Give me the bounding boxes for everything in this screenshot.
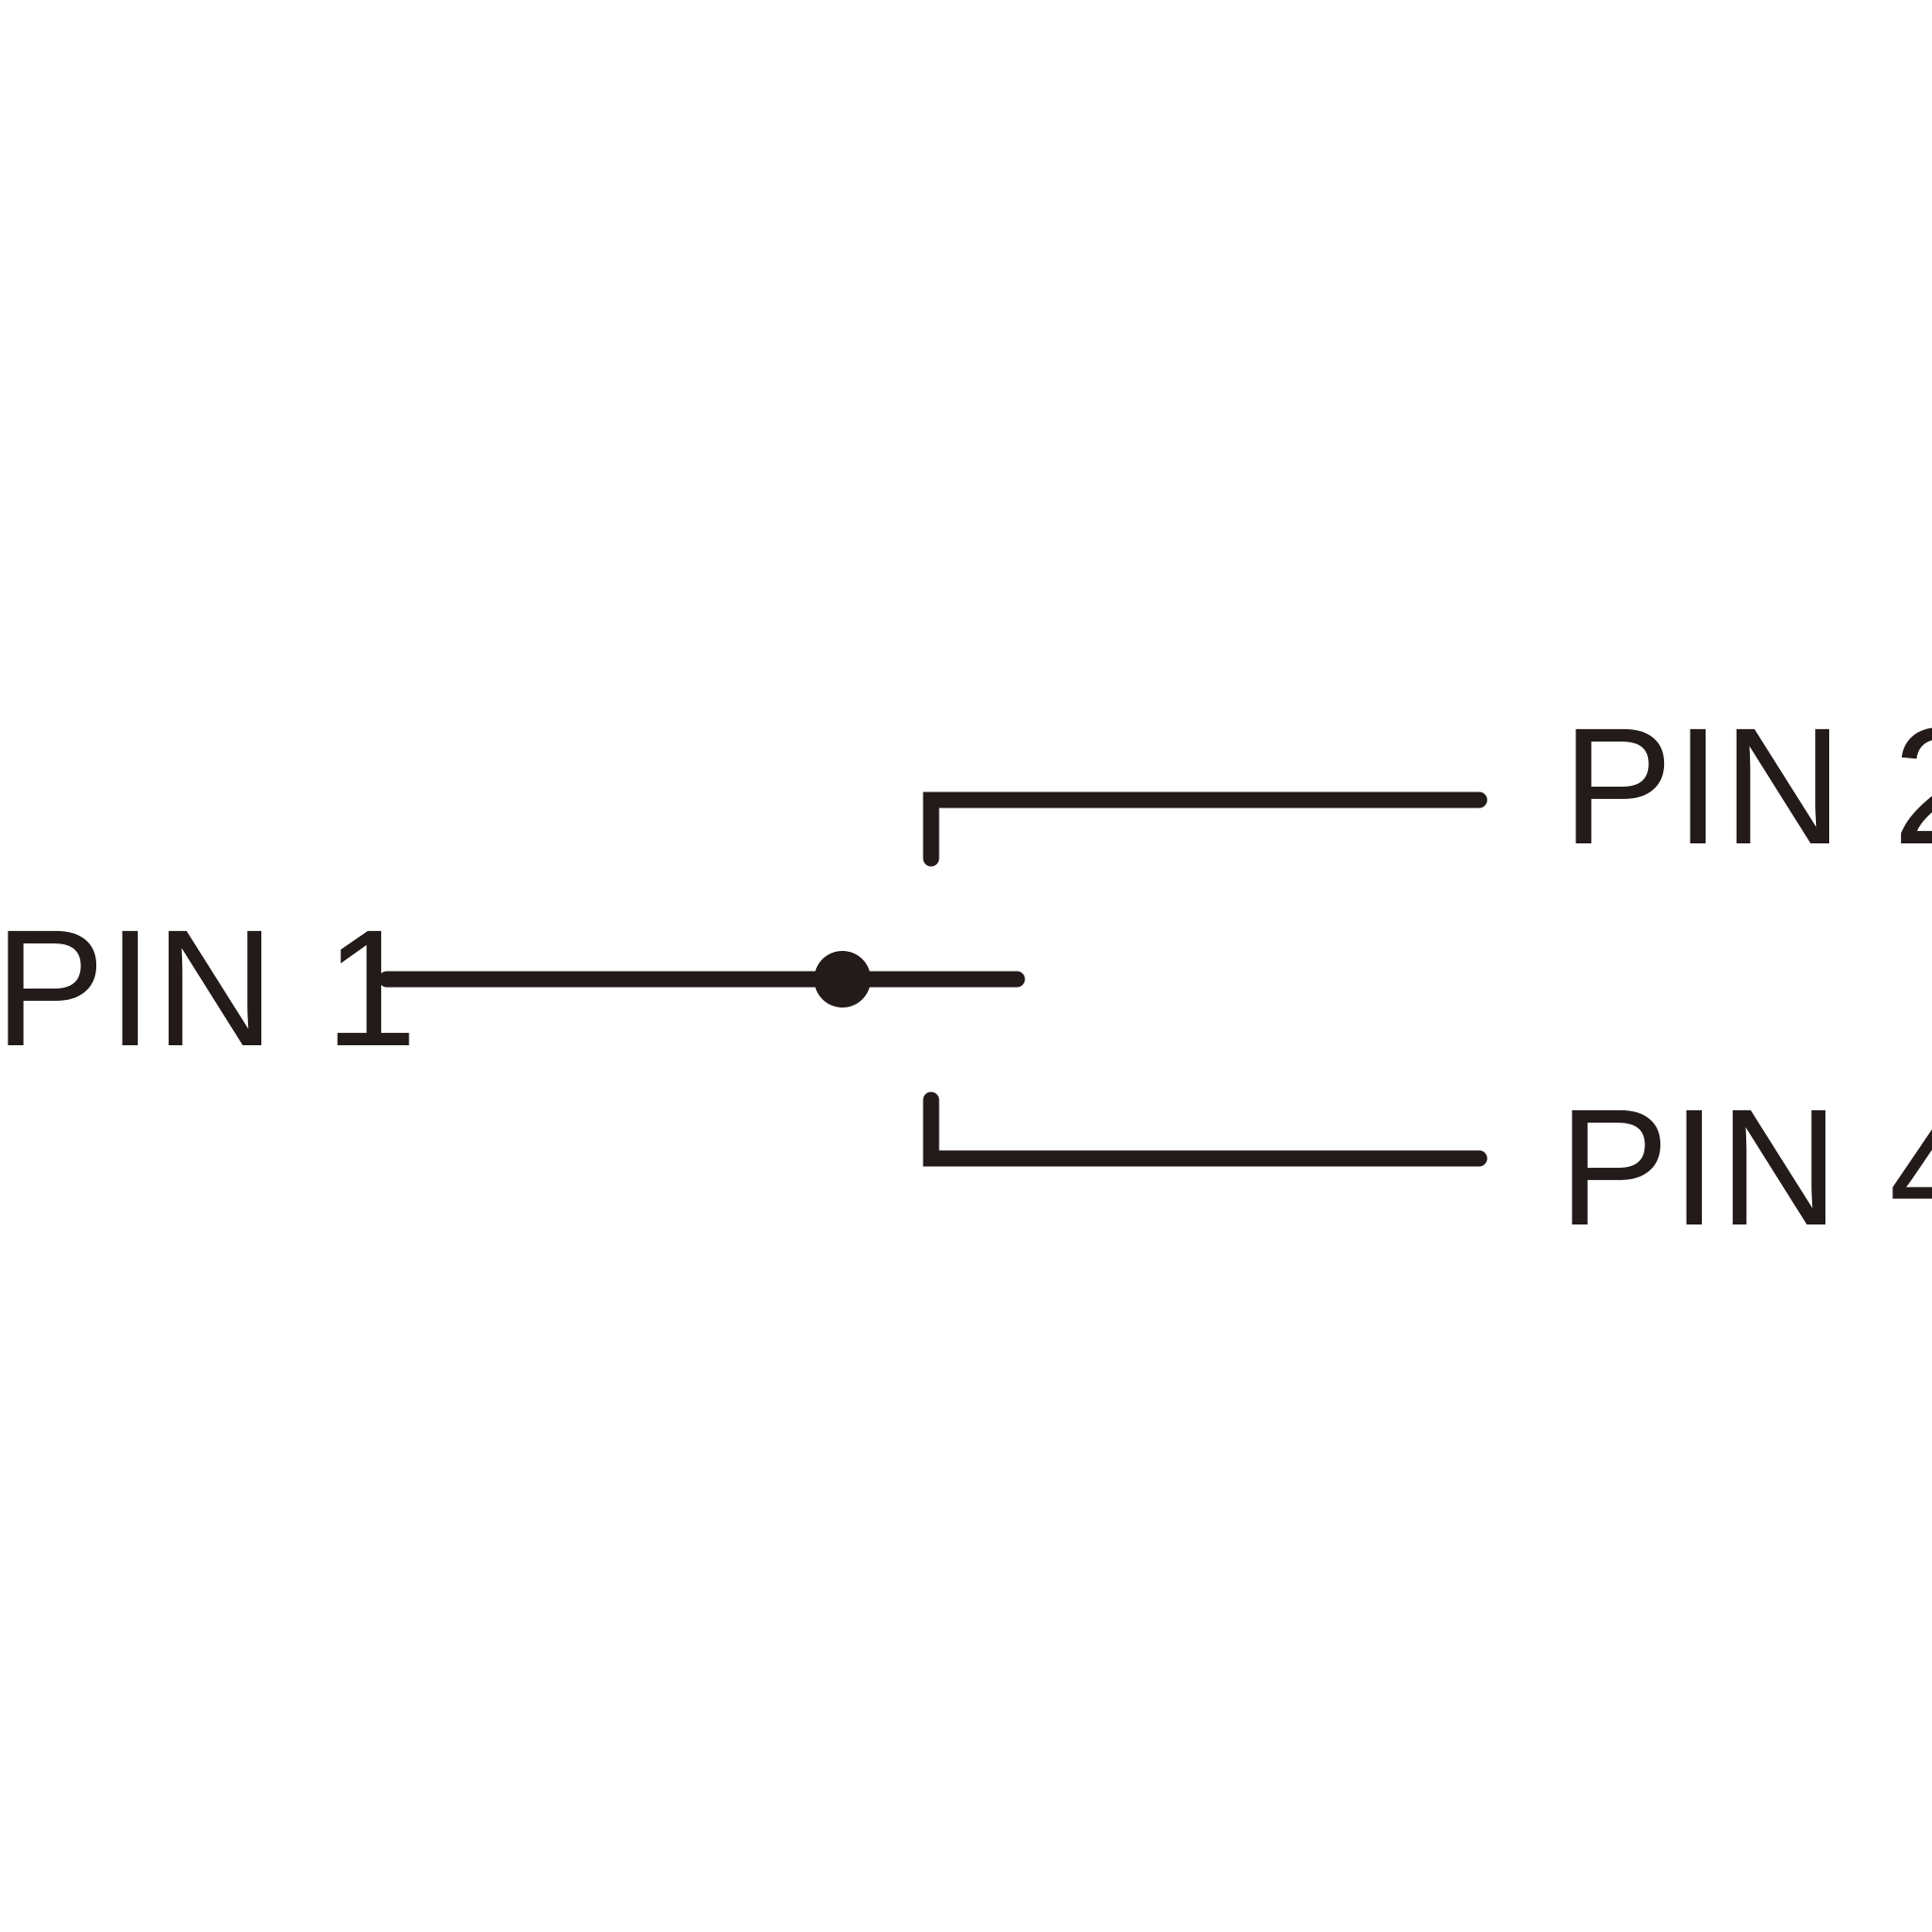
wire-pin4-branch [923,1091,1488,1167]
pin-1-label: PIN 1 [0,896,420,1081]
wire-pin2-branch [923,791,1488,867]
junction-dot-icon [814,951,871,1008]
pin-2-label: PIN 2 [1562,694,1932,879]
pin-4-label: PIN 4 [1558,1075,1932,1260]
